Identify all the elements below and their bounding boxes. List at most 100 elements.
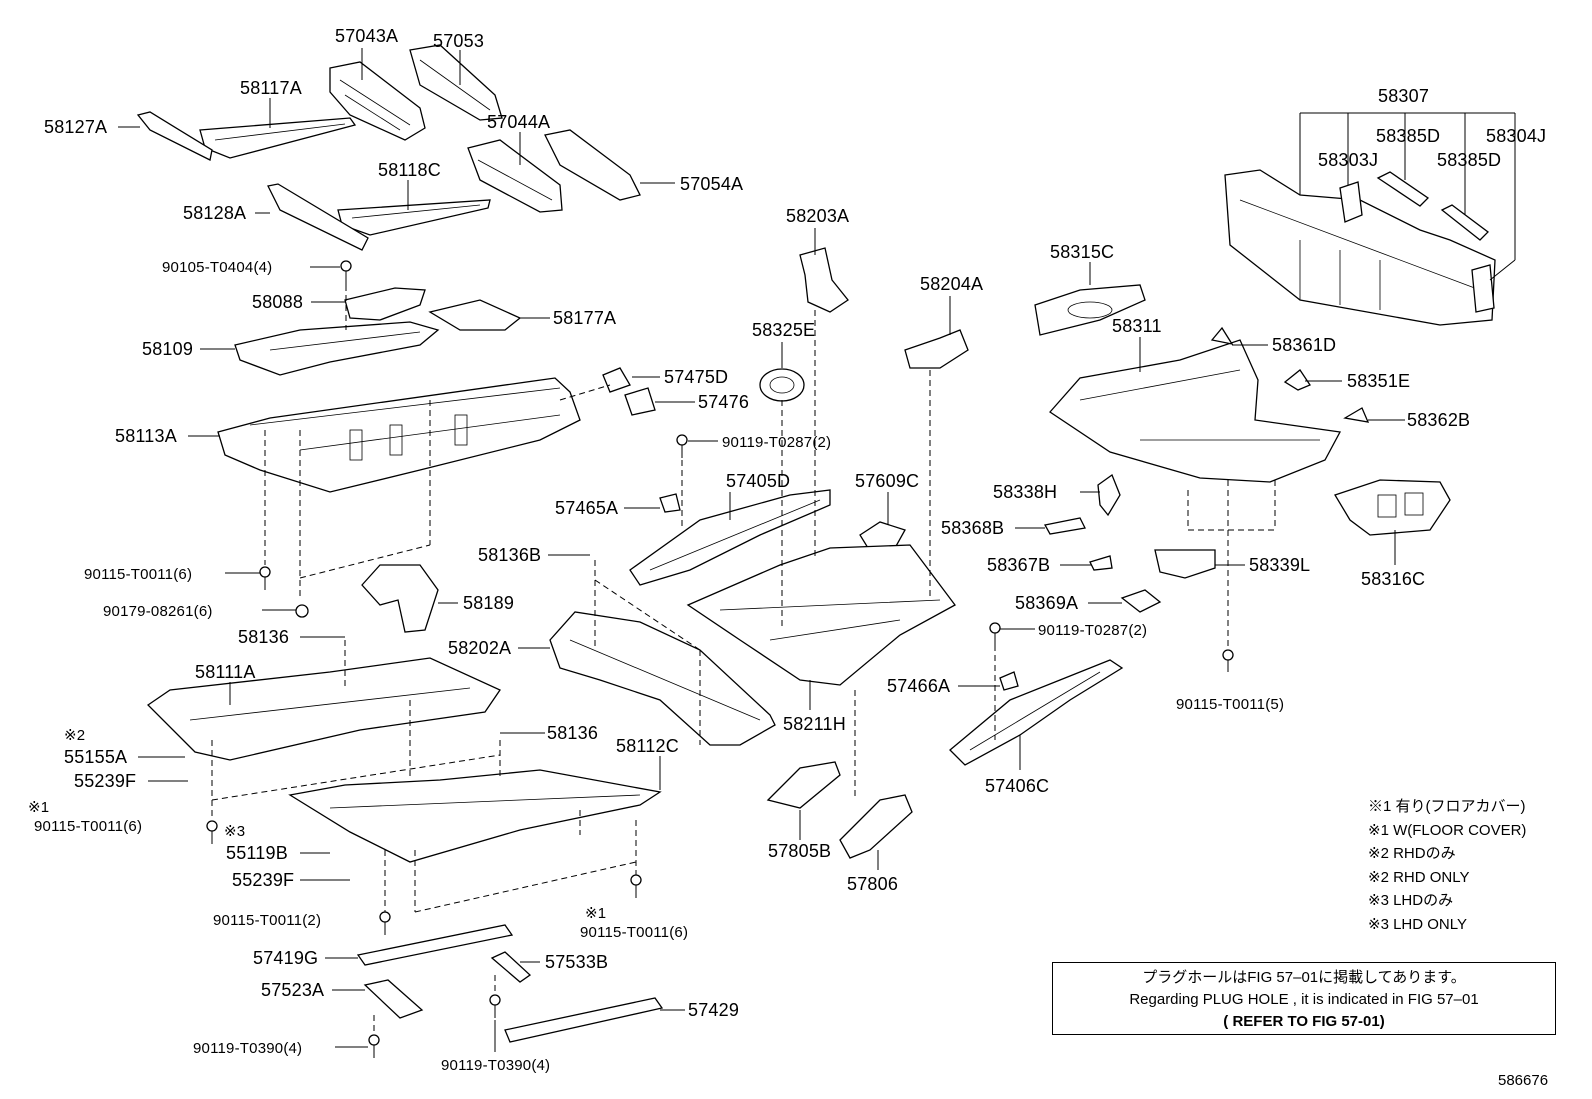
- footnote: ※3 LHDのみ: [1368, 892, 1454, 909]
- label-90179-08261[interactable]: 90179-08261(6): [103, 603, 213, 620]
- label-57476[interactable]: 57476: [698, 392, 749, 412]
- label-58368B[interactable]: 58368B: [941, 518, 1004, 538]
- label-57429[interactable]: 57429: [688, 1000, 739, 1020]
- label-58113A[interactable]: 58113A: [115, 426, 177, 446]
- label-58307[interactable]: 58307: [1378, 86, 1429, 106]
- label-57406C[interactable]: 57406C: [985, 776, 1049, 796]
- label-57044A[interactable]: 57044A: [487, 112, 550, 132]
- part-58127A-drawing: [136, 111, 213, 161]
- label-90115-T0011-6-c[interactable]: 90115-T0011(6): [580, 924, 688, 941]
- part-57806-drawing: [839, 794, 913, 859]
- label-58204A[interactable]: 58204A: [920, 274, 983, 294]
- part-58202A-drawing: [549, 611, 776, 746]
- label-58351E[interactable]: 58351E: [1347, 371, 1410, 391]
- label-57475D[interactable]: 57475D: [664, 367, 728, 387]
- part-57533B-drawing: [490, 951, 532, 983]
- label-90115-T0011-6-a[interactable]: 90115-T0011(6): [84, 566, 192, 583]
- label-58189[interactable]: 58189: [463, 593, 514, 613]
- mark-2: ※2: [64, 727, 85, 744]
- label-58136-a[interactable]: 58136: [238, 627, 289, 647]
- label-58136B[interactable]: 58136B: [478, 545, 541, 565]
- label-58303J[interactable]: 58303J: [1318, 150, 1378, 170]
- label-58118C[interactable]: 58118C: [378, 160, 441, 180]
- label-58304J[interactable]: 58304J: [1486, 126, 1546, 146]
- label-58385D-b[interactable]: 58385D: [1437, 150, 1501, 170]
- part-57044A-drawing: [467, 139, 563, 213]
- label-58325E[interactable]: 58325E: [752, 320, 815, 340]
- label-90105-T0404[interactable]: 90105-T0404(4): [162, 259, 272, 276]
- label-57043A[interactable]: 57043A: [335, 26, 398, 46]
- footnote: ※2 RHD ONLY: [1368, 868, 1470, 886]
- mark-3: ※3: [224, 823, 245, 840]
- part-58203A-drawing: [799, 247, 849, 313]
- label-57405D[interactable]: 57405D: [726, 471, 790, 491]
- label-57805B[interactable]: 57805B: [768, 841, 831, 861]
- label-58316C[interactable]: 58316C: [1361, 569, 1425, 589]
- label-58338H[interactable]: 58338H: [993, 482, 1057, 502]
- label-58136-b[interactable]: 58136: [547, 723, 598, 743]
- label-58361D[interactable]: 58361D: [1272, 335, 1336, 355]
- label-57054A[interactable]: 57054A: [680, 174, 743, 194]
- label-58202A[interactable]: 58202A: [448, 638, 511, 658]
- part-58128A-drawing: [267, 183, 369, 251]
- footnote: ※1 W(FLOOR COVER): [1368, 821, 1527, 839]
- label-58111A[interactable]: 58111A: [195, 662, 256, 682]
- label-58117A[interactable]: 58117A: [240, 78, 302, 98]
- part-58368B-drawing: [1043, 517, 1086, 535]
- label-90119-T0390-b[interactable]: 90119-T0390(4): [441, 1057, 550, 1074]
- label-58128A[interactable]: 58128A: [183, 203, 246, 223]
- label-58203A[interactable]: 58203A: [786, 206, 849, 226]
- part-57429-drawing: [504, 997, 664, 1043]
- bolt-drawings: [206, 260, 1234, 1058]
- label-57465A[interactable]: 57465A: [555, 498, 618, 518]
- label-55119B[interactable]: 55119B: [226, 843, 288, 863]
- part-58369A-drawing: [1120, 589, 1162, 613]
- label-58109[interactable]: 58109: [142, 339, 193, 359]
- label-57533B[interactable]: 57533B: [545, 952, 608, 972]
- part-58362B-drawing: [1343, 407, 1370, 423]
- label-58385D-a[interactable]: 58385D: [1376, 126, 1440, 146]
- label-90119-T0287-a[interactable]: 90119-T0287(2): [722, 434, 831, 451]
- part-57475D-drawing: [602, 367, 631, 393]
- label-90119-T0287-b[interactable]: 90119-T0287(2): [1038, 622, 1147, 639]
- part-58211H-drawing: [686, 544, 956, 686]
- note-line-refer: ( REFER TO FIG 57-01): [1223, 1013, 1385, 1030]
- label-58369A[interactable]: 58369A: [1015, 593, 1078, 613]
- label-58177A[interactable]: 58177A: [553, 308, 616, 328]
- label-58362B[interactable]: 58362B: [1407, 410, 1470, 430]
- label-90115-T0011-2[interactable]: 90115-T0011(2): [213, 912, 321, 929]
- label-58367B[interactable]: 58367B: [987, 555, 1050, 575]
- label-90119-T0390-a[interactable]: 90119-T0390(4): [193, 1040, 302, 1057]
- label-58311[interactable]: 58311: [1112, 316, 1162, 336]
- plug-hole-note-box: プラグホールはFIG 57–01に掲載してあります。 Regarding PLU…: [1052, 962, 1556, 1035]
- part-57406C-drawing: [949, 659, 1124, 766]
- label-58112C[interactable]: 58112C: [616, 736, 679, 756]
- part-57419G-drawing: [356, 924, 514, 966]
- label-57523A[interactable]: 57523A: [261, 980, 324, 1000]
- label-58088[interactable]: 58088: [252, 292, 303, 312]
- label-57419G[interactable]: 57419G: [253, 948, 318, 968]
- label-57806[interactable]: 57806: [847, 874, 898, 894]
- part-58367B-drawing: [1089, 555, 1113, 571]
- label-58127A[interactable]: 58127A: [44, 117, 107, 137]
- label-57609C[interactable]: 57609C: [855, 471, 919, 491]
- label-55155A[interactable]: 55155A: [64, 747, 127, 767]
- label-90115-T0011-5[interactable]: 90115-T0011(5): [1176, 696, 1284, 713]
- part-58307-drawing: [1224, 169, 1496, 326]
- label-58315C[interactable]: 58315C: [1050, 242, 1114, 262]
- label-55239F-b[interactable]: 55239F: [232, 870, 294, 890]
- dashed-assembly-lines: [211, 285, 1276, 1035]
- label-58211H[interactable]: 58211H: [783, 714, 846, 734]
- mark-1-a: ※1: [28, 799, 49, 816]
- label-57466A[interactable]: 57466A: [887, 676, 950, 696]
- label-57053[interactable]: 57053: [433, 31, 484, 51]
- label-90115-T0011-6-b[interactable]: 90115-T0011(6): [34, 818, 142, 835]
- part-58338H-drawing: [1097, 473, 1121, 517]
- part-58315C-drawing: [1034, 284, 1146, 336]
- label-55239F-a[interactable]: 55239F: [74, 771, 136, 791]
- part-58385D-a-drawing: [1376, 171, 1430, 207]
- part-58303J-drawing: [1339, 181, 1363, 223]
- label-58339L[interactable]: 58339L: [1249, 555, 1310, 575]
